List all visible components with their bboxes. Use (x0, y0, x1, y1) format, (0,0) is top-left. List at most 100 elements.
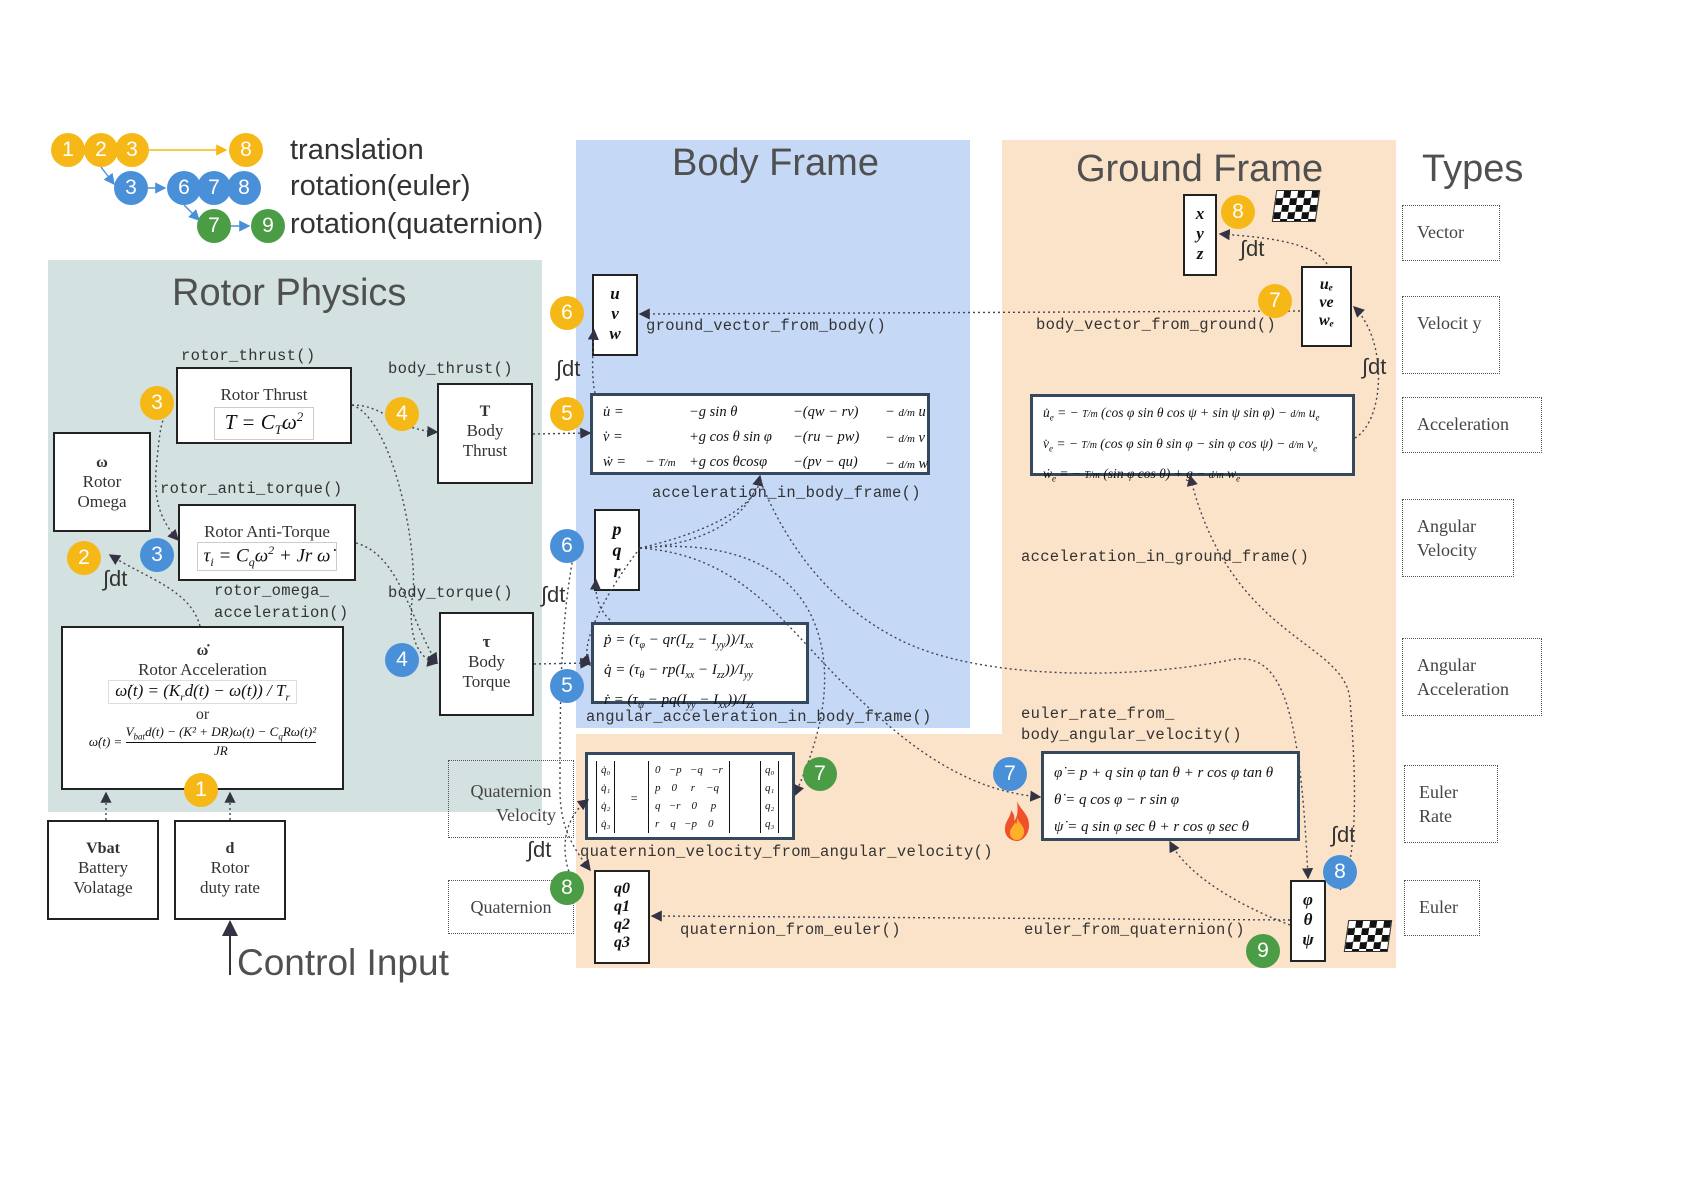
badge-body-torque: 4 (385, 643, 419, 677)
vbat-label-2: Volatage (73, 878, 133, 897)
legend-euler-label: rotation(euler) (290, 170, 471, 202)
ground-acceleration-equations: u̇e = − T/m (cos φ sin θ cos ψ + sin ψ s… (1030, 394, 1355, 484)
legend-euler-badge-3: 3 (114, 171, 148, 205)
body-vector-from-ground-fn: body_vector_from_ground() (1036, 316, 1277, 334)
badge-euler-rate: 7 (993, 757, 1027, 791)
badge-angular-acceleration: 5 (550, 669, 584, 703)
checkered-flag-icon (1343, 920, 1393, 952)
body-frame-title: Body Frame (672, 142, 879, 184)
type-vector: Vector (1402, 205, 1500, 261)
quaternion-label-box: Quaternion (448, 880, 574, 934)
badge-rotor-acceleration: 1 (184, 773, 218, 807)
type-acceleration: Acceleration (1402, 397, 1542, 453)
rotor-omega-label-1: Rotor (82, 472, 122, 491)
legend-quaternion-label: rotation(quaternion) (290, 208, 544, 240)
integral-uvw: ∫dt (556, 356, 581, 381)
quaternion-label: Quaternion (470, 897, 552, 917)
legend-translation-label: translation (290, 134, 424, 166)
euler-rate-equations: φ̇ = p + q sin φ tan θ + r cos φ tan θ θ… (1041, 751, 1300, 841)
quaternion-from-euler-fn: quaternion_from_euler() (680, 921, 901, 939)
rotor-omega-symbol: ω (96, 454, 108, 471)
rotor-anti-torque-formula: τi = Cqω2 + Jr ω̇ (196, 542, 338, 572)
badge-body-thrust: 4 (385, 397, 419, 431)
badge-body-acceleration: 5 (550, 397, 584, 431)
euler-rate-fn-1: euler_rate_from_ (1021, 705, 1175, 723)
angular-acceleration-equations: ṗ = (τφ − qr(Izz − Iyy))/Ixx q̇ = (τθ − … (591, 622, 809, 711)
body-torque-label-2: Torque (462, 672, 511, 691)
badge-uvw: 6 (550, 296, 584, 330)
body-thrust-label-2: Thrust (462, 441, 508, 460)
control-input-label: Control Input (237, 942, 449, 983)
rotor-omega-acc-fn-2: acceleration() (214, 604, 349, 622)
fire-icon (1004, 801, 1030, 841)
euler-rate-fn-2: body_angular_velocity() (1021, 726, 1242, 744)
xyz-y: y (1196, 224, 1204, 243)
vel-we: wₑ (1318, 312, 1335, 329)
type-angular-velocity: Angular Velocity (1402, 499, 1514, 577)
rotor-thrust-fn: rotor_thrust() (181, 347, 316, 365)
duty-rate-label-2: duty rate (200, 878, 260, 897)
legend-euler-badge-6: 6 (167, 171, 201, 205)
ground-velocity-box: uₑ ve wₑ (1301, 266, 1352, 347)
badge-rotor-omega: 2 (67, 541, 101, 575)
acceleration-in-ground-frame-fn: acceleration_in_ground_frame() (1021, 548, 1310, 566)
euler-theta: θ (1303, 910, 1313, 929)
xyz-x: x (1195, 204, 1205, 223)
type-euler: Euler (1404, 880, 1480, 936)
angular-acceleration-in-body-frame-fn: angular_acceleration_in_body_frame() (586, 708, 932, 726)
checkered-flag-icon (1271, 190, 1321, 222)
integral-omega: ∫dt (103, 566, 128, 591)
legend-translation-badge-2: 2 (84, 133, 118, 167)
legend-quaternion-badge-9: 9 (251, 209, 285, 243)
legend-euler-badge-8: 8 (227, 171, 261, 205)
euler-psi: ψ (1302, 930, 1314, 949)
quaternion-velocity-label-1: Quaternion (470, 781, 552, 801)
euler-from-quaternion-fn: euler_from_quaternion() (1024, 921, 1245, 939)
legend-quaternion-badge-7: 7 (197, 209, 231, 243)
body-velocity-uvw-box: u v w (592, 274, 638, 356)
pqr-p: p (612, 519, 622, 539)
body-torque-label-1: Body (468, 652, 505, 671)
rotor-acc-formula-1: ω̇(t) = (Krd(t) − ω(t)) / Tr (108, 680, 297, 705)
duty-rate-label-1: Rotor (210, 858, 250, 877)
rotor-thrust-box: Rotor Thrust T = CTω2 (176, 367, 352, 444)
pqr-q: q (612, 540, 622, 560)
integral-xyz: ∫dt (1240, 236, 1265, 261)
body-acceleration-equations: u̇ =v̇ =ẇ = − T/m −g sin θ+g cos θ sin φ… (590, 393, 930, 475)
rotor-omega-box: ω Rotor Omega (53, 432, 151, 532)
legend-translation-badge-3: 3 (115, 133, 149, 167)
rotor-thrust-formula: T = CTω2 (213, 407, 315, 441)
rotor-acceleration-box: ω̇ Rotor Acceleration ω̇(t) = (Krd(t) − … (61, 626, 344, 790)
integral-euler: ∫dt (1331, 822, 1356, 847)
legend-euler-badge-7: 7 (197, 171, 231, 205)
body-thrust-fn: body_thrust() (388, 360, 513, 378)
type-velocity: Velocit y (1402, 296, 1500, 374)
body-torque-box: τ Body Torque (439, 612, 534, 716)
rotor-acc-or: or (195, 706, 210, 724)
body-thrust-box: T Body Thrust (437, 383, 533, 484)
rotor-acc-formula-2: ω̇(t) = Vbatd(t) − (K² + DR)ω(t) − CqRω(… (84, 724, 321, 759)
q3: q3 (614, 934, 630, 951)
pqr-r: r (613, 561, 621, 581)
rotor-anti-torque-title: Rotor Anti-Torque (204, 522, 330, 541)
body-torque-symbol: τ (482, 632, 491, 651)
vbat-input-box: Vbat Battery Volatage (47, 820, 159, 920)
q1: q1 (614, 898, 630, 915)
types-title: Types (1422, 148, 1524, 190)
uvw-u: u (610, 284, 620, 303)
badge-quaternion-velocity: 7 (803, 757, 837, 791)
type-angular-acceleration: Angular Acceleration (1402, 638, 1542, 716)
quaternion-velocity-fn: quaternion_velocity_from_angular_velocit… (580, 843, 993, 861)
vbat-label-1: Battery (77, 858, 129, 877)
badge-pqr: 6 (550, 529, 584, 563)
rotor-omega-label-2: Omega (77, 492, 127, 511)
ground-frame-title: Ground Frame (1076, 148, 1324, 190)
rotor-anti-torque-box: Rotor Anti-Torque τi = Cqω2 + Jr ω̇ (178, 504, 356, 581)
legend-translation-badge-1: 1 (51, 133, 85, 167)
type-euler-rate: Euler Rate (1404, 765, 1498, 843)
xyz-z: z (1196, 244, 1204, 263)
badge-xyz: 8 (1221, 195, 1255, 229)
euler-phi: φ (1303, 890, 1313, 909)
ground-vector-from-body-fn: ground_vector_from_body() (646, 317, 887, 335)
